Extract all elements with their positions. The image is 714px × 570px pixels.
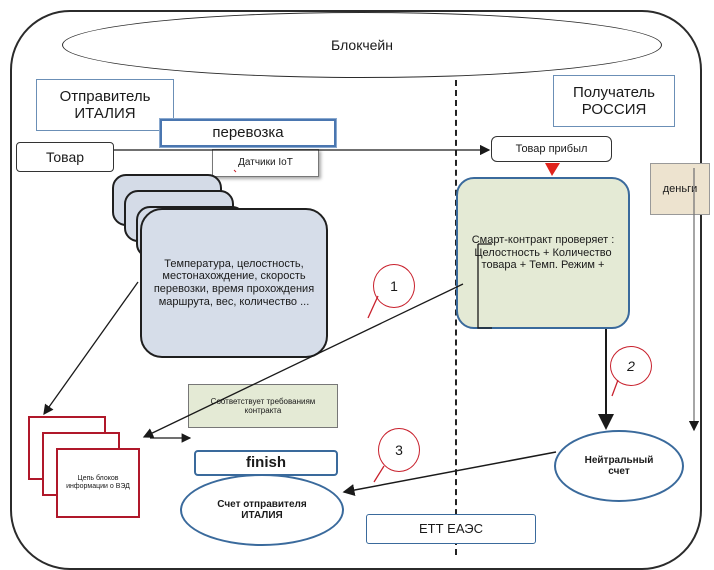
sender-label: Отправитель ИТАЛИЯ	[36, 79, 174, 131]
step-2-text: 2	[627, 357, 635, 374]
sender-account-ellipse: Счет отправителя ИТАЛИЯ	[180, 474, 344, 546]
step-3-text: 3	[395, 441, 403, 458]
parameters-text: Температура, целостность, местонахождени…	[153, 257, 315, 308]
money-box: деньги	[650, 163, 710, 215]
contract-match-box: Соответствует требованиям контракта	[188, 384, 338, 428]
chain-doc-text: Цепь блоков информации о ВЭД	[66, 474, 130, 490]
border-divider	[455, 80, 457, 555]
step-3-badge: 3	[378, 428, 420, 472]
receiver-label: Получатель РОССИЯ	[553, 75, 675, 127]
ett-text: ЕТТ ЕАЭС	[419, 520, 483, 536]
blockchain-ellipse: Блокчейн	[62, 12, 662, 78]
step-1-tail	[367, 295, 379, 319]
red-down-arrow	[545, 163, 560, 176]
neutral-to-sender-arrow	[342, 451, 557, 496]
sensors-text: Датчики IoT	[238, 157, 293, 169]
smart-contract-text: Смарт-контракт проверяет : Целостность +…	[471, 234, 615, 272]
step-1-text: 1	[390, 277, 398, 294]
receiver-text: Получатель РОССИЯ	[573, 83, 655, 118]
goods-text: Товар	[45, 148, 85, 165]
goods-arrived-text: Товар прибыл	[515, 142, 588, 155]
goods-arrived-box: Товар прибыл	[491, 136, 612, 162]
transport-text: перевозка	[212, 124, 284, 142]
contract-bracket	[477, 243, 492, 329]
smart-contract-box: Смарт-контракт проверяет : Целостность +…	[456, 177, 630, 329]
contract-to-docs-arrow	[142, 283, 464, 438]
sender-account-text: Счет отправителя ИТАЛИЯ	[217, 498, 307, 522]
step-3-tail	[373, 465, 385, 483]
document-stack-3: Цепь блоков информации о ВЭД	[56, 448, 140, 518]
neutral-account-ellipse: Нейтральный счет	[554, 430, 684, 502]
money-text: деньги	[662, 182, 698, 195]
iot-underline-mark	[233, 169, 237, 173]
blockchain-label: Блокчейн	[331, 36, 393, 53]
step-2-tail	[611, 379, 619, 397]
neutral-account-text: Нейтральный счет	[584, 454, 654, 478]
step-2-badge: 2	[610, 346, 652, 386]
step-1-badge: 1	[373, 264, 415, 308]
params-to-docs-arrow	[43, 281, 139, 416]
finish-text: finish	[246, 454, 286, 472]
parameters-box: Температура, целостность, местонахождени…	[140, 208, 328, 358]
sender-text: Отправитель ИТАЛИЯ	[59, 87, 151, 122]
connectors	[43, 144, 700, 496]
transport-box: перевозка	[160, 119, 336, 147]
contract-match-text: Соответствует требованиям контракта	[210, 396, 316, 415]
goods-box: Товар	[16, 142, 114, 172]
sensors-box: Датчики IoT	[212, 149, 319, 177]
ett-box: ЕТТ ЕАЭС	[366, 514, 536, 544]
